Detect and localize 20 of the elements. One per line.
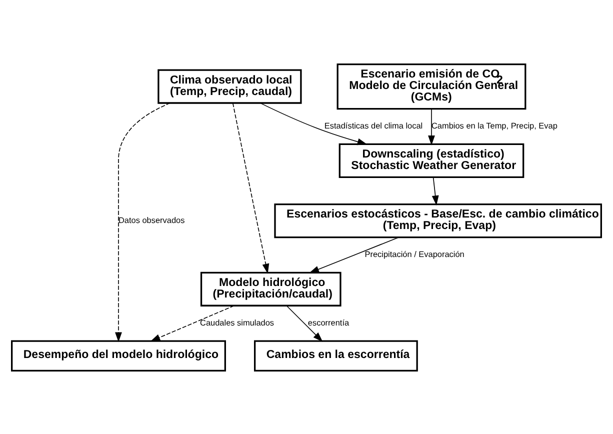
arrow [260, 102, 368, 145]
arrow [232, 102, 270, 274]
arrow [428, 108, 435, 145]
arrow [309, 236, 400, 273]
node-box: Escenarios estocásticos - Base/Esc. de cambio climático (Temp, Precip, Evap) [274, 203, 602, 238]
edge-label: Estadísticas del clima local [324, 121, 423, 130]
arrow [150, 304, 234, 341]
node-box: Desempeño del modelo hidrológico [11, 340, 226, 372]
node-box: Clima observado local (Temp, Precip, caudal) [158, 68, 302, 104]
node-box: Cambios en la escorrentía [254, 340, 418, 372]
node-box: Modelo hidrológico (Precipitación/caudal) [200, 271, 342, 306]
edge-label: Cambios en la Temp, Precip, Evap [431, 121, 558, 130]
edge-label: Caudales simulados [200, 318, 274, 327]
edge-label: escorrentía [308, 318, 350, 327]
arrow [115, 102, 171, 342]
arrow [286, 304, 323, 342]
arrow [432, 176, 439, 205]
edge-label: Precipitación / Evaporación [364, 250, 464, 259]
edge-label: Datos observados [118, 215, 185, 224]
node-box: Downscaling (estadístico) Stochastic Weather Generator [338, 142, 524, 178]
